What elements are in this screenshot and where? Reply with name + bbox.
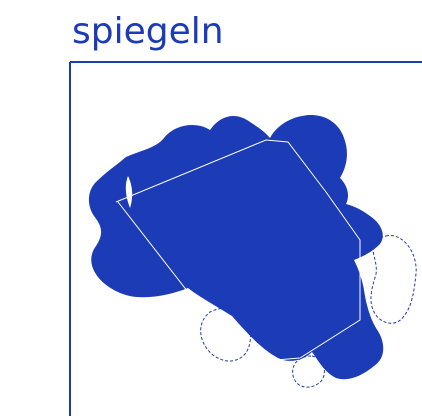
dashed-outline-right [371, 235, 416, 323]
blob-shape [89, 115, 383, 379]
